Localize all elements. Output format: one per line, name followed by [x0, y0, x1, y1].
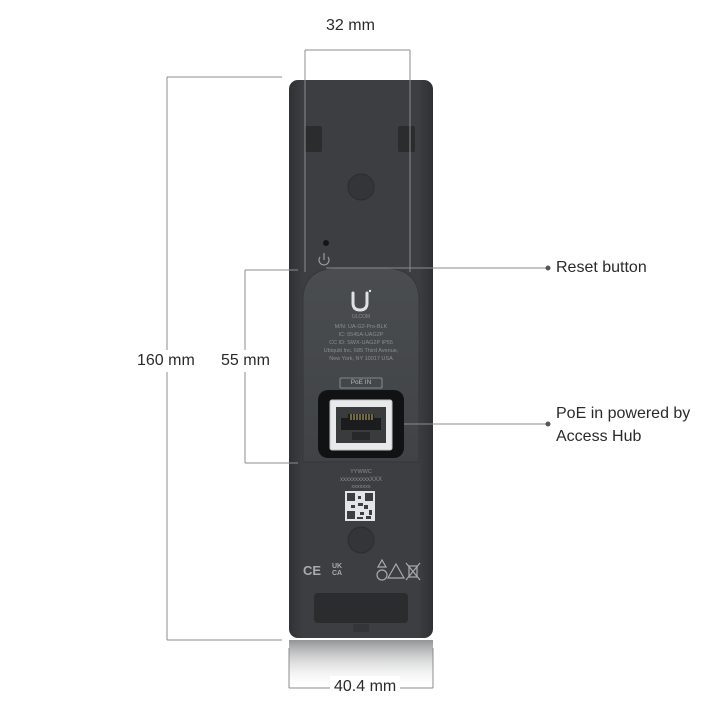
top-screw-hole: [347, 173, 375, 201]
poe-label-line-1: PoE in powered by: [556, 405, 691, 422]
ce-mark: CE: [302, 563, 322, 578]
poe-callout-dot: [545, 421, 551, 427]
brand-logo-dot: [368, 289, 372, 293]
device-label-line-5: New York, NY 10017 USA: [329, 356, 393, 362]
mount-slot-right: [398, 126, 415, 152]
bottom-clip: [353, 624, 369, 632]
bottom-cable-cutout: [314, 593, 408, 623]
ukca-mark: UK CA: [331, 563, 343, 577]
device-label-line-3: CC ID: SWX-UAG2P IP55: [329, 340, 393, 346]
warning-triangle-icon: [386, 562, 406, 579]
device-label-line-2: IC: 6545A-UAG2P: [338, 332, 384, 338]
ethernet-pins: [350, 414, 373, 420]
bottom-screw-hole: [347, 526, 375, 554]
mount-slot-left: [305, 126, 322, 152]
poe-label-line-2: Access Hub: [556, 428, 642, 445]
poe-tag-text: PoE IN: [350, 379, 372, 386]
qr-code: [345, 491, 375, 521]
reset-pinhole: [323, 240, 329, 246]
device-label-line-4: Ubiquiti Inc. 685 Third Avenue,: [323, 348, 399, 354]
total-height-label: 160 mm: [137, 350, 195, 372]
module-height-label: 55 mm: [221, 350, 270, 372]
poe-tag-box: [339, 377, 383, 389]
top-width-label: 32 mm: [326, 17, 375, 34]
reset-callout-dot: [545, 265, 551, 271]
weee-bin-icon: [405, 562, 421, 581]
date-code-text: YYWWC: [350, 469, 372, 475]
ethernet-tab-slot: [352, 432, 370, 440]
device-brand-text: ULCOM: [351, 314, 371, 320]
power-symbol-icon: [318, 253, 330, 266]
bottom-width-label: 40.4 mm: [330, 676, 401, 698]
reset-button-label: Reset button: [556, 259, 647, 276]
device-label-line-1: M/N: UA-G2-Pro-BLK: [334, 324, 388, 330]
recycle-icon: [376, 558, 388, 581]
brand-logo-icon: [351, 291, 369, 312]
serial-text: xxxxxxxxxxXXX: [339, 477, 382, 483]
serial-text-2: xxxxxxx: [351, 484, 371, 490]
